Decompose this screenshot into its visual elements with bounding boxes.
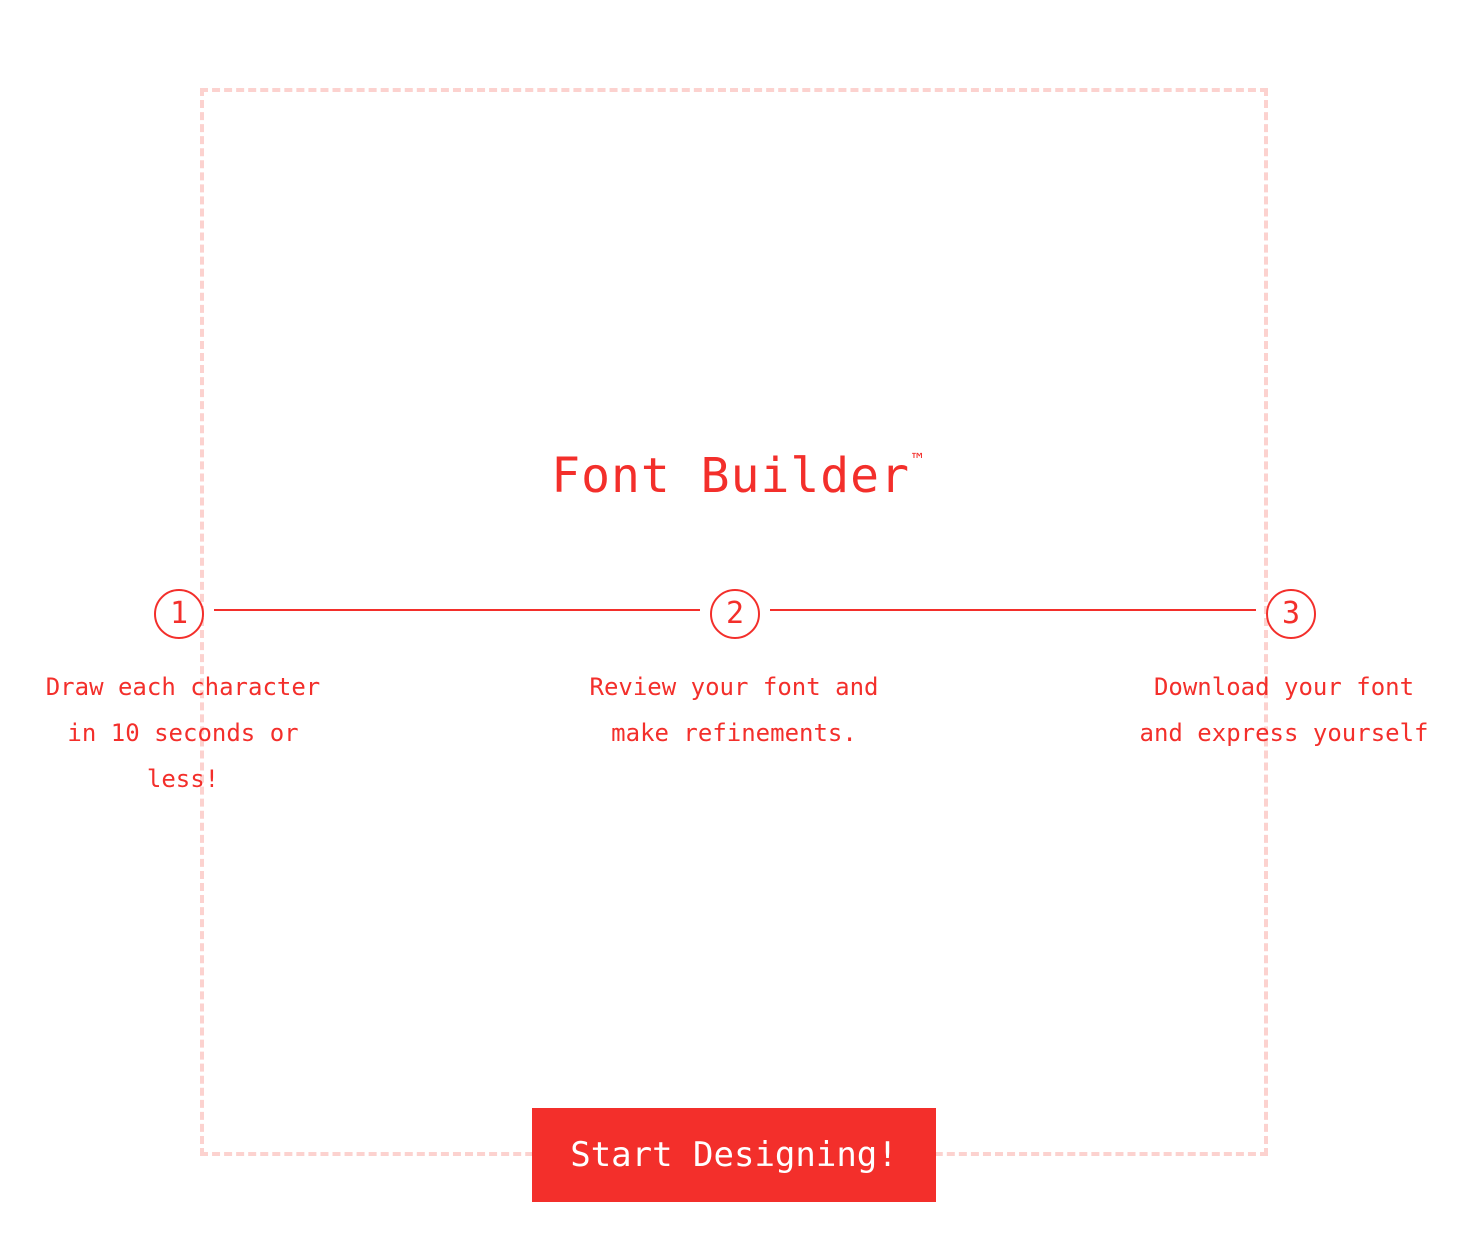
- title-text: Font Builder: [551, 448, 910, 504]
- start-designing-button[interactable]: Start Designing!: [532, 1108, 936, 1202]
- step-2-number: 2: [710, 589, 760, 639]
- step-2-description: Review your font and make refinements.: [589, 673, 879, 747]
- step-3-description: Download your font and express yourself: [1139, 673, 1429, 747]
- step-connector-2-3: [770, 609, 1256, 611]
- trademark-mark: ™: [911, 450, 924, 471]
- step-3-number: 3: [1266, 589, 1316, 639]
- step-connector-1-2: [214, 609, 700, 611]
- step-1-description: Draw each character in 10 seconds or les…: [45, 673, 321, 793]
- step-1-number: 1: [154, 589, 204, 639]
